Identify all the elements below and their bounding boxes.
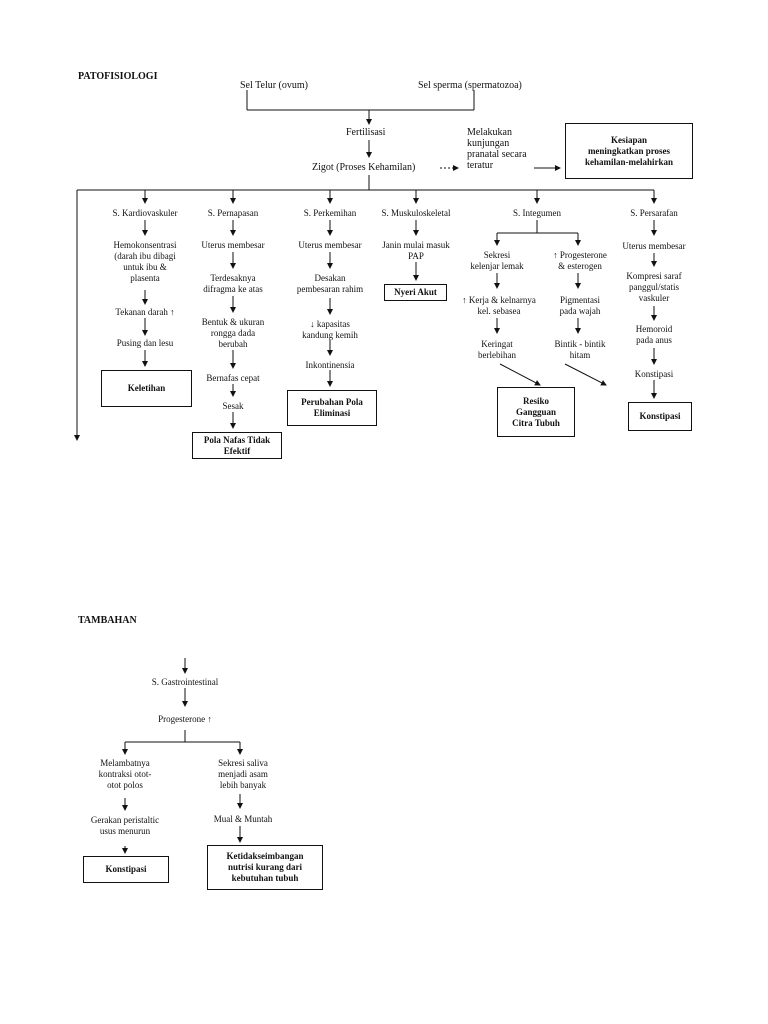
node-inkontinensia: Inkontinensia (305, 360, 355, 370)
system-kardiovaskuler: S. Kardiovaskuler (112, 208, 178, 218)
node-sesak: Sesak (222, 401, 244, 411)
node-desakan: Desakan pembesaran rahim (296, 273, 364, 294)
node-rongga-dada: Bentuk & ukuran rongga dada berubah (201, 317, 265, 349)
node-keringat: Keringat berlebihan (478, 339, 516, 360)
diagnosis-konstipasi-persarafan: Konstipasi (628, 402, 692, 431)
diagnosis-keletihan: Keletihan (101, 370, 192, 407)
node-pusing: Pusing dan lesu (116, 338, 174, 348)
node-kunjungan: Melakukan kunjungan pranatal secara tera… (467, 127, 527, 171)
node-terdesaknya: Terdesaknya difragma ke atas (203, 273, 263, 294)
node-bernafas-cepat: Bernafas cepat (206, 373, 260, 383)
node-sekresi-saliva: Sekresi saliva menjadi asam lebih banyak (218, 758, 268, 790)
node-melambatnya: Melambatnya kontraksi otot- otot polos (98, 758, 152, 790)
diagnosis-nyeri-akut: Nyeri Akut (384, 284, 447, 301)
diagnosis-pola-nafas: Pola Nafas Tidak Efektif (192, 432, 282, 459)
node-tekanan-darah: Tekanan darah ↑ (115, 307, 175, 317)
diagnosis-pola-eliminasi: Perubahan Pola Eliminasi (287, 390, 377, 426)
node-ovum: Sel Telur (ovum) (240, 80, 308, 91)
node-sperma: Sel sperma (spermatozoa) (418, 80, 522, 91)
system-integumen: S. Integumen (513, 208, 561, 218)
node-progesterone-esterogen: ↑ Progesterone & esterogen (553, 250, 607, 271)
diagnosis-kesiapan: Kesiapan meningkatkan proses kehamilan-m… (565, 123, 693, 179)
node-hemoroid: Hemoroid pada anus (635, 324, 673, 345)
node-progesterone: Progesterone ↑ (158, 714, 212, 724)
node-uterus-membesar-3: Uterus membesar (622, 241, 686, 251)
heading-tambahan: TAMBAHAN (78, 615, 137, 626)
node-janin: Janin mulai masuk PAP (382, 240, 450, 261)
node-kompresi-saraf: Kompresi saraf panggul/statis vaskuler (626, 271, 682, 303)
system-muskuloskeletal: S. Muskuloskeletal (381, 208, 451, 218)
system-perkemihan: S. Perkemihan (303, 208, 357, 218)
heading-patofisiologi: PATOFISIOLOGI (78, 71, 158, 82)
node-hemokonsentrasi: Hemokonsentrasi (darah ibu dibagi untuk … (113, 240, 177, 283)
diagnosis-konstipasi-gastro: Konstipasi (83, 856, 169, 883)
node-peristaltic: Gerakan peristaltic usus menurun (90, 815, 160, 836)
system-persarafan: S. Persarafan (630, 208, 678, 218)
system-pernapasan: S. Pernapasan (207, 208, 259, 218)
node-sekresi-lemak: Sekresi kelenjar lemak (470, 250, 524, 271)
system-gastrointestinal: S. Gastrointestinal (151, 677, 219, 687)
node-bintik-hitam: Bintik - bintik hitam (554, 339, 606, 360)
node-mual-muntah: Mual & Muntah (213, 814, 273, 824)
node-konstipasi-text: Konstipasi (634, 369, 674, 379)
node-kapasitas: ↓ kapasitas kandung kemih (302, 319, 358, 340)
node-fertilisasi: Fertilisasi (346, 127, 386, 138)
diagnosis-citra-tubuh: Resiko Gangguan Citra Tubuh (497, 387, 575, 437)
node-kerja-sebasea: ↑ Kerja & kelnarnya kel. sebasea (462, 295, 536, 316)
node-uterus-membesar-2: Uterus membesar (298, 240, 362, 250)
node-zigot: Zigot (Proses Kehamilan) (312, 162, 416, 173)
node-uterus-membesar-1: Uterus membesar (201, 240, 265, 250)
diagnosis-nutrisi: Ketidakseimbangan nutrisi kurang dari ke… (207, 845, 323, 890)
node-pigmentasi: Pigmentasi pada wajah (559, 295, 601, 316)
